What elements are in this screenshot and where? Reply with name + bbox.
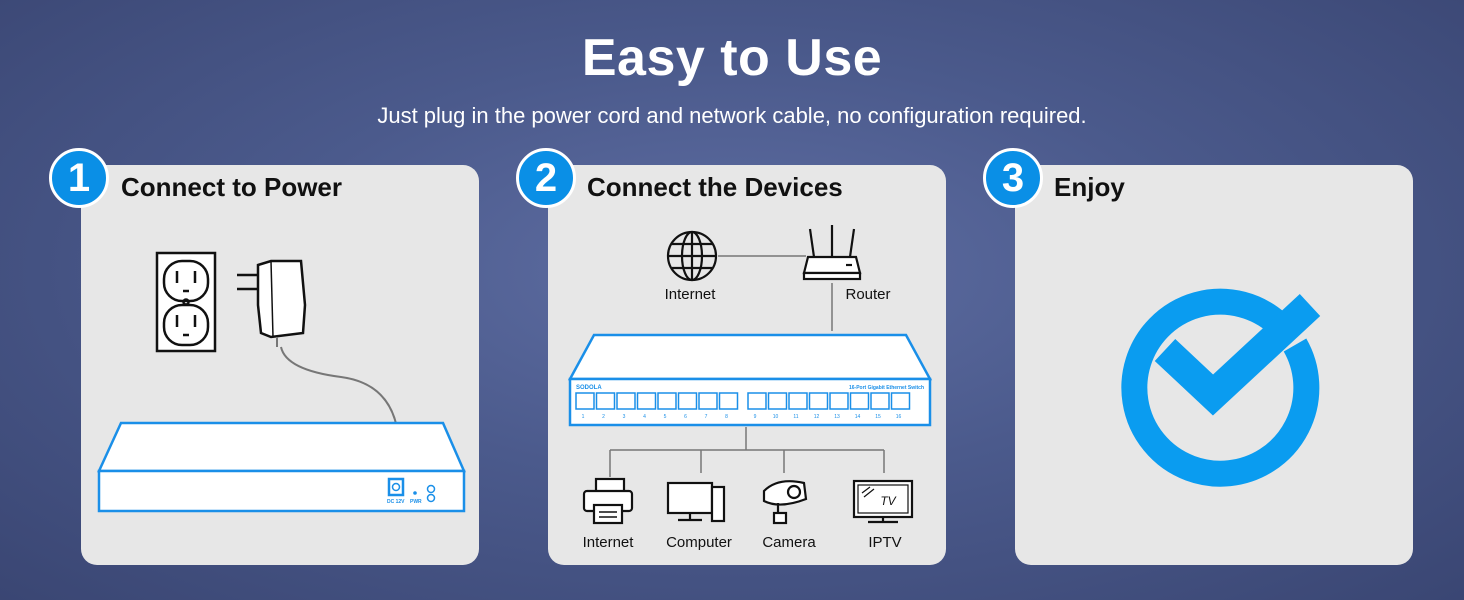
- router-icon: [802, 225, 862, 281]
- port-number: 5: [664, 414, 667, 420]
- devices-illustration: Internet Router SODOLA 16-Port Gigabit E…: [567, 225, 933, 551]
- step-title-1: Connect to Power: [121, 172, 343, 202]
- switch-brand: SODOLA: [576, 385, 602, 391]
- switch-port: [657, 392, 677, 410]
- pwr-label: PWR: [410, 499, 422, 505]
- switch-port: [870, 392, 890, 410]
- step-card-devices: Internet Router SODOLA 16-Port Gigabit E…: [548, 165, 946, 565]
- port-number: 11: [793, 414, 798, 420]
- tv-screen-label: TV: [880, 494, 896, 508]
- port-number: 4: [643, 414, 646, 420]
- switch-port: [595, 392, 616, 410]
- step-title-3: Enjoy: [1054, 172, 1125, 202]
- internet-node-label: Internet: [665, 286, 717, 303]
- port-number: 15: [875, 414, 881, 420]
- switch-port: [829, 392, 849, 410]
- switch-model: 16-Port Gigabit Ethernet Switch: [849, 385, 924, 391]
- switch-port: [747, 392, 767, 410]
- step-card-power: DC 12V PWR: [81, 165, 479, 565]
- device-label-computer: Computer: [666, 534, 732, 551]
- port-number: 7: [705, 414, 708, 420]
- check-illustration: [1121, 288, 1321, 487]
- step-number-1: 1: [49, 148, 109, 208]
- page-title: Easy to Use: [581, 29, 883, 87]
- printer-icon: [582, 477, 634, 525]
- switch-port: [616, 392, 636, 410]
- dc-label: DC 12V: [387, 499, 405, 505]
- port-number: 10: [773, 414, 779, 420]
- port-number: 2: [602, 414, 605, 420]
- switch-port: [890, 392, 911, 410]
- step-card-enjoy: [1015, 165, 1413, 565]
- switch-port: [788, 392, 808, 410]
- wall-outlet-icon: [155, 251, 217, 353]
- switch-port: [575, 392, 595, 410]
- network-switch-icon: [97, 421, 466, 513]
- port-number: 12: [814, 414, 820, 420]
- switch-port: [808, 392, 829, 410]
- port-number: 3: [623, 414, 626, 420]
- router-node-label: Router: [845, 286, 890, 303]
- power-illustration: DC 12V PWR: [97, 251, 466, 513]
- tv-icon: [852, 479, 914, 524]
- device-label-internet: Internet: [583, 534, 635, 551]
- computer-icon: [666, 481, 726, 523]
- globe-icon: [666, 230, 718, 282]
- step-title-2: Connect the Devices: [587, 172, 843, 202]
- port-number: 13: [834, 414, 840, 420]
- switch-port: [849, 392, 870, 410]
- switch-port: [677, 392, 698, 410]
- camera-icon: [762, 480, 808, 525]
- device-label-camera: Camera: [762, 534, 816, 551]
- port-number: 8: [725, 414, 728, 420]
- switch-port: [767, 392, 788, 410]
- port-number: 14: [855, 414, 861, 420]
- port-number: 9: [754, 414, 757, 420]
- switch-port: [718, 392, 739, 410]
- switch-port: [636, 392, 657, 410]
- page-subtitle: Just plug in the power cord and network …: [377, 103, 1087, 128]
- port-number: 6: [684, 414, 687, 420]
- step-number-3: 3: [983, 148, 1043, 208]
- step-number-2: 2: [516, 148, 576, 208]
- network-switch-icon: [567, 333, 933, 427]
- port-number: 1: [582, 414, 585, 420]
- switch-port: [698, 392, 718, 410]
- checkmark-circle-icon: [1121, 288, 1321, 487]
- power-adapter-icon: [237, 259, 401, 475]
- port-number: 16: [896, 414, 902, 420]
- device-label-iptv: IPTV: [868, 534, 901, 551]
